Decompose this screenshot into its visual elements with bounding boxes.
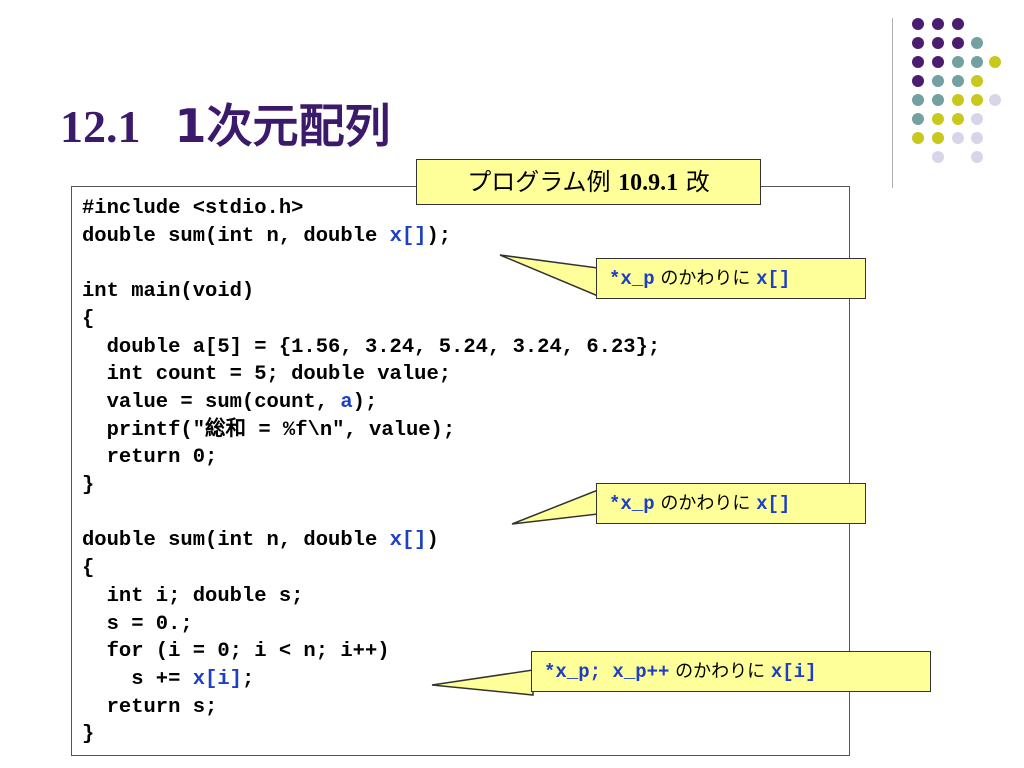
code-line-17: for (i = 0; i < n; i++) <box>82 640 390 664</box>
callout-text: のかわりに <box>669 661 771 682</box>
label-ref: 10.9.1 <box>618 170 679 196</box>
code-line-7: int count = 5; double value; <box>82 363 452 387</box>
callout-2: *x_p のかわりに x[] <box>596 483 866 524</box>
callout-1: *x_p のかわりに x[] <box>596 258 866 299</box>
callout-code: x[] <box>756 268 791 290</box>
code-line-19: return s; <box>82 695 218 719</box>
code-line-10: return 0; <box>82 446 218 470</box>
code-text: double sum(int n, double <box>82 224 390 248</box>
program-example-label: プログラム例 10.9.1 改 <box>416 159 761 205</box>
callout-code: x[] <box>756 493 791 515</box>
code-line-5: { <box>82 307 95 331</box>
callout-code: x[i] <box>770 661 817 683</box>
code-line-13: double sum(int n, double x[]) <box>82 529 439 552</box>
callout-code: *x_p <box>609 493 655 515</box>
callout-code: *x_p; x_p++ <box>544 661 670 683</box>
code-text: ); <box>352 390 378 414</box>
code-highlight: a <box>340 390 353 414</box>
code-text: ); <box>426 224 452 248</box>
code-highlight: x[] <box>389 224 427 248</box>
decorative-divider <box>892 18 893 188</box>
code-line-16: s = 0.; <box>82 612 193 636</box>
code-line-14: { <box>82 557 95 581</box>
code-highlight: x[] <box>389 529 427 553</box>
code-text: ) <box>426 529 439 553</box>
callout-3: *x_p; x_p++ のかわりに x[i] <box>531 651 931 692</box>
code-line-2: double sum(int n, double x[]); <box>82 225 451 248</box>
callout-code: *x_p <box>609 268 655 290</box>
code-text: s += <box>82 667 193 691</box>
code-line-15: int i; double s; <box>82 584 304 608</box>
label-text: プログラム例 <box>467 168 611 196</box>
code-line-8: value = sum(count, a); <box>82 390 378 414</box>
code-line-9: printf("総和 = %f\n", value); <box>82 418 456 442</box>
code-listing: #include <stdio.h> double sum(int n, dou… <box>82 195 660 749</box>
dot-grid <box>912 18 1001 163</box>
code-line-4: int main(void) <box>82 280 255 304</box>
code-line-18: s += x[i]; <box>82 668 254 691</box>
callout-text: のかわりに <box>654 493 757 514</box>
title-number: 12.1 <box>60 101 141 152</box>
code-line-1: #include <stdio.h> <box>82 197 304 220</box>
code-highlight: x[i] <box>192 667 242 691</box>
decorative-dots-icon <box>912 18 1001 163</box>
slide-title: 12.1 1次元配列 <box>60 90 391 156</box>
title-text: 1次元配列 <box>174 99 391 153</box>
code-line-11: } <box>82 474 95 498</box>
code-line-6: double a[5] = {1.56, 3.24, 5.24, 3.24, 6… <box>82 335 661 359</box>
label-suffix: 改 <box>685 168 710 196</box>
code-text: double sum(int n, double <box>82 529 390 553</box>
code-text: value = sum(count, <box>82 390 341 414</box>
callout-text: のかわりに <box>654 268 757 289</box>
code-text: ; <box>241 667 255 691</box>
code-line-20: } <box>82 723 95 747</box>
